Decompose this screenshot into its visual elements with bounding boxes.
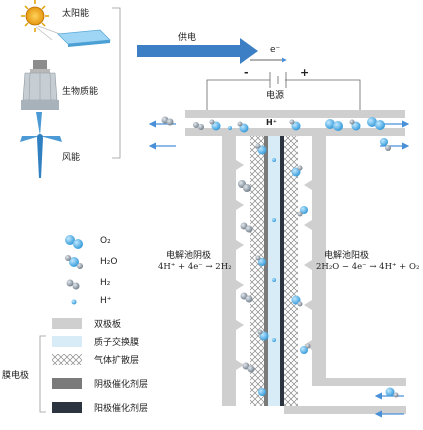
- mea-group-label: 膜电极: [2, 371, 30, 381]
- cathode-reaction: 4H⁺ + 4e⁻ → 2H₂: [158, 262, 232, 272]
- wind-label: 风能: [62, 153, 81, 163]
- negative-terminal-label: -: [244, 66, 249, 79]
- anode-reaction: 2H₂O − 4e⁻ → 4H⁺ + O₂: [316, 262, 420, 272]
- membrane-label: 质子交换膜: [94, 338, 140, 348]
- legend-h2o-label: H₂O: [100, 257, 118, 267]
- power-source-label: 电源: [266, 91, 285, 101]
- cathode-title: 电解池阴极: [166, 251, 212, 261]
- anode-catalyst-label: 阳极催化剂层: [94, 404, 149, 414]
- molecules-in-cell: [161, 116, 399, 398]
- electrolyzer-stack: [222, 136, 326, 406]
- bottom-bipolar-plate: [326, 378, 406, 386]
- legend-h2o-icon: [65, 255, 83, 269]
- proton-top-label: H⁺: [266, 118, 277, 127]
- power-supply-label: 供电: [178, 33, 197, 43]
- legend-h2-icon: [66, 279, 80, 290]
- bipolar-plate-label: 双极板: [94, 320, 122, 330]
- cathode-catalyst-swatch: [52, 378, 82, 389]
- solar-label: 太阳能: [62, 9, 90, 19]
- solar-panel-icon: [57, 29, 111, 47]
- top-bipolar-plate: [185, 110, 405, 118]
- sun-ray-lines: [35, 25, 61, 41]
- membrane-swatch: [52, 336, 82, 347]
- anode-catalyst-swatch: [52, 402, 82, 413]
- source-bracket: [112, 7, 121, 159]
- power-supply-arrow: [137, 38, 258, 64]
- top-bipolar-plate-lower: [185, 128, 405, 136]
- bottom-bipolar-plate-lower: [284, 406, 406, 414]
- anode-title: 电解池阳极: [324, 251, 370, 261]
- wind-turbine-icon: [20, 112, 62, 178]
- legend-o2-label: O₂: [100, 236, 111, 246]
- cathode-catalyst-label: 阴极催化剂层: [94, 380, 149, 390]
- circuit-wires: [206, 72, 361, 110]
- biomass-plant-icon: [21, 60, 59, 110]
- bipolar-plate-swatch: [52, 318, 82, 329]
- legend-h2-label: H₂: [100, 278, 111, 288]
- electron-label: e⁻: [270, 45, 281, 55]
- gas-diffusion-label: 气体扩散层: [94, 356, 140, 366]
- legend-proton-label: H⁺: [100, 296, 112, 306]
- positive-terminal-label: +: [300, 66, 310, 79]
- legend-o2-icon: [65, 235, 83, 249]
- sun-icon: [21, 0, 49, 32]
- mea-bracket: [39, 335, 46, 413]
- gas-diffusion-swatch: [52, 354, 82, 365]
- legend-proton-icon: [71, 299, 77, 305]
- biomass-label: 生物质能: [62, 87, 99, 97]
